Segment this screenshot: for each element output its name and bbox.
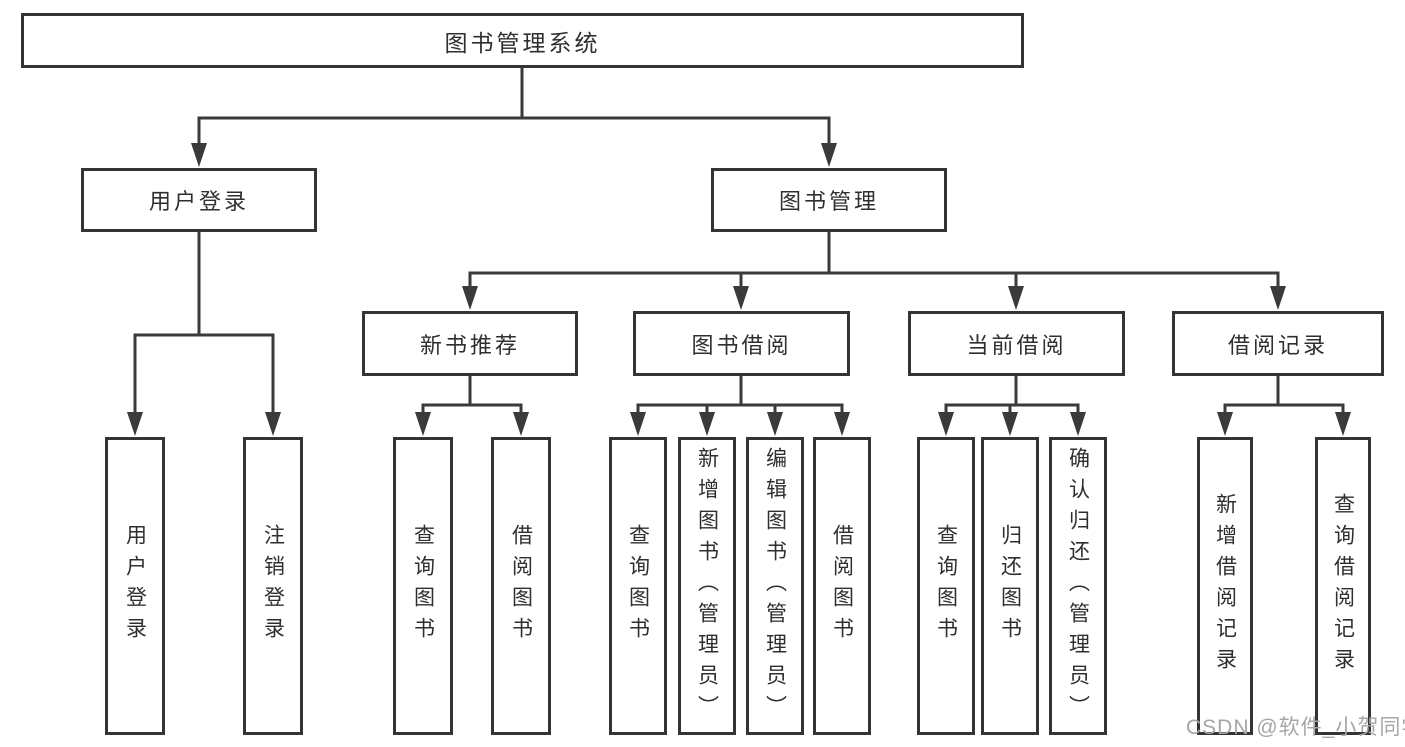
leaf-label: 查询图书 <box>626 524 650 648</box>
node-leaf-add-book-admin: 新增图书（管理员） <box>678 437 736 735</box>
node-leaf-edit-book-admin: 编辑图书（管理员） <box>746 437 804 735</box>
node-leaf-add-borrow-record: 新增借阅记录 <box>1197 437 1253 735</box>
node-library-management-system: 图书管理系统 <box>21 13 1024 68</box>
node-leaf-query-books-current: 查询图书 <box>917 437 975 735</box>
leaf-label: 用户登录 <box>123 524 147 648</box>
node-current-borrowing: 当前借阅 <box>908 311 1125 376</box>
leaf-label: 查询图书 <box>934 524 958 648</box>
watermark: CSDN @软件_小贺同学 <box>1186 716 1405 739</box>
node-leaf-query-books-recommend: 查询图书 <box>393 437 453 735</box>
node-leaf-confirm-return-admin: 确认归还（管理员） <box>1049 437 1107 735</box>
leaf-label: 新增图书（管理员） <box>695 446 719 726</box>
leaf-label: 借阅图书 <box>830 524 854 648</box>
node-book-management: 图书管理 <box>711 168 947 232</box>
node-book-borrowing: 图书借阅 <box>633 311 850 376</box>
node-leaf-return-book: 归还图书 <box>981 437 1039 735</box>
node-user-login: 用户登录 <box>81 168 317 232</box>
node-leaf-logout: 注销登录 <box>243 437 303 735</box>
leaf-label: 查询图书 <box>411 524 435 648</box>
leaf-label: 归还图书 <box>998 524 1022 648</box>
node-new-book-recommendation: 新书推荐 <box>362 311 578 376</box>
leaf-label: 注销登录 <box>261 524 285 648</box>
node-leaf-borrow-books-recommend: 借阅图书 <box>491 437 551 735</box>
node-leaf-user-login: 用户登录 <box>105 437 165 735</box>
node-leaf-query-borrow-record: 查询借阅记录 <box>1315 437 1371 735</box>
leaf-label: 查询借阅记录 <box>1331 493 1355 679</box>
node-borrowing-records: 借阅记录 <box>1172 311 1384 376</box>
leaf-label: 编辑图书（管理员） <box>763 446 787 726</box>
leaf-label: 借阅图书 <box>509 524 533 648</box>
leaf-label: 新增借阅记录 <box>1213 493 1237 679</box>
leaf-label: 确认归还（管理员） <box>1066 446 1090 726</box>
node-leaf-borrow-books-borrowing: 借阅图书 <box>813 437 871 735</box>
node-leaf-query-books-borrowing: 查询图书 <box>609 437 667 735</box>
